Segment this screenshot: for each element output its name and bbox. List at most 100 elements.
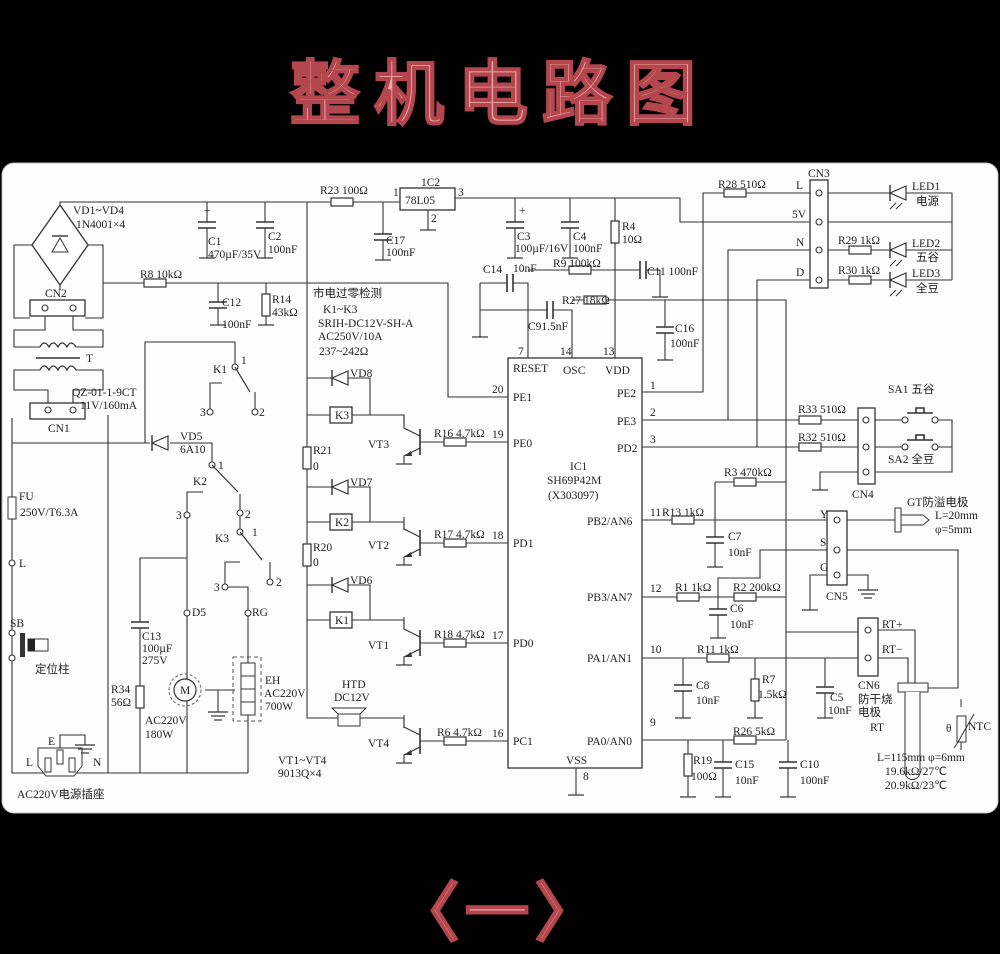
diode-triangle [330,577,349,593]
terminal-icon [236,509,244,517]
label-ntc: NTC [968,721,991,733]
terminal-icon [931,443,939,451]
label-t: T [86,353,93,365]
label-e: E [48,736,55,748]
label-pin17: 17 [492,630,504,642]
earth-ground-icon [208,711,228,721]
emitter-arrow [404,552,412,557]
label-c1-plus: + [204,205,211,217]
label-k3-p3: 3 [214,582,220,594]
label-pin20: 20 [492,384,504,396]
label-rtp: RT+ [882,619,903,631]
capacitor [256,221,274,229]
label-pin1: 1 [650,380,656,392]
label-osc: OSC [563,365,586,377]
resistor [798,442,822,452]
label-k2: K2 [193,476,207,488]
label-k3-coil: K3 [335,410,349,422]
label-c17-v: 100nF [386,247,415,259]
label-rg: RG [252,607,268,619]
label-rt-r2: 20.9kΩ/23℃ [885,780,947,792]
capacitor-gap [256,222,274,228]
wire [13,244,32,319]
label-cn6: CN6 [858,680,880,692]
label-pin18: 18 [492,530,504,542]
terminal-icon [931,416,939,424]
wire [144,341,236,443]
page-footer: 〈一〉 [394,875,605,952]
resistor [848,245,872,255]
diode-icon [330,577,349,593]
label-pin12: 12 [650,583,662,595]
label-vd8: VD8 [350,368,373,380]
motor-icon [173,678,197,702]
label-led3: LED3 [912,268,940,280]
terminal-icon [901,416,909,424]
label-pd2: PD2 [617,443,638,455]
label-locate-pin: 定位柱 [35,662,70,676]
terminal-icon [41,304,49,312]
wire [572,299,787,740]
transformer-coil [39,342,77,349]
wire [307,377,371,415]
wire [878,629,916,683]
label-motor-p: 180W [145,729,173,741]
wire [224,561,240,587]
resistor [302,446,312,470]
label-r21: R21 [313,445,332,457]
label-k2-p2: 2 [245,509,251,521]
transistor-collector [403,416,421,437]
label-k1-coil: K1 [335,615,349,627]
capacitor [639,261,647,279]
circuit-schematic: VD1~VD41N4001×4CN2TQZ-01-1-9CT11V/160mAC… [1,162,999,814]
resistor [798,415,822,425]
emitter-arrow [404,652,412,657]
wire [59,734,86,755]
labels: VD1~VD41N4001×4CN2TQZ-01-1-9CT11V/160mAC… [10,168,991,801]
capacitor [561,221,579,229]
label-dry2: 电极 [858,705,881,719]
label-k2-coil: K2 [335,517,349,529]
capacitor [779,761,797,769]
label-r9: R9 100kΩ [553,258,601,270]
resistor [330,197,354,207]
label-pin7: 7 [518,346,524,358]
resistor [733,735,757,745]
label-r2: R2 200kΩ [733,582,781,594]
wire [85,244,104,319]
terminal-icon [815,276,823,284]
label-vt3: VT3 [368,439,389,451]
label-vd1-vd4: VD1~VD4 [73,205,124,217]
wire [642,192,810,393]
capacitor-gap [198,222,216,228]
emitter-arrow [404,451,412,456]
wire [11,443,248,774]
transistor-collector [403,617,421,638]
wire [878,657,909,683]
label-r14: R14 [272,294,291,306]
transistor-collector [403,517,421,538]
label-vt-range: VT1~VT4 [278,755,327,767]
label-r1: R1 1kΩ [675,582,711,594]
label-r29: R29 1kΩ [838,235,880,247]
resistor [302,543,312,567]
label-vd5-part: 6A10 [180,444,206,456]
label-zero-cross: 市电过零检测 [313,286,382,300]
label-eh-p: 700W [265,701,293,713]
label-pin3: 3 [650,434,656,446]
relay-coil-k1 [329,611,353,629]
label-r30: R30 1kΩ [838,265,880,277]
led-icon [888,242,907,258]
label-r7-v: 1.5kΩ [758,689,787,701]
resistor [143,278,167,288]
label-r3: R3 470kΩ [724,467,772,479]
earth-ground-icon [75,744,95,754]
label-pd0: PD0 [513,638,534,650]
resistor [671,515,695,525]
label-pb3: PB3/AN7 [587,592,633,604]
heater-enclosure [232,656,262,722]
label-c10: C10 [800,759,819,771]
label-pin10: 10 [650,644,662,656]
label-r8: R8 10kΩ [140,269,182,281]
label-r4: R4 [622,221,636,233]
